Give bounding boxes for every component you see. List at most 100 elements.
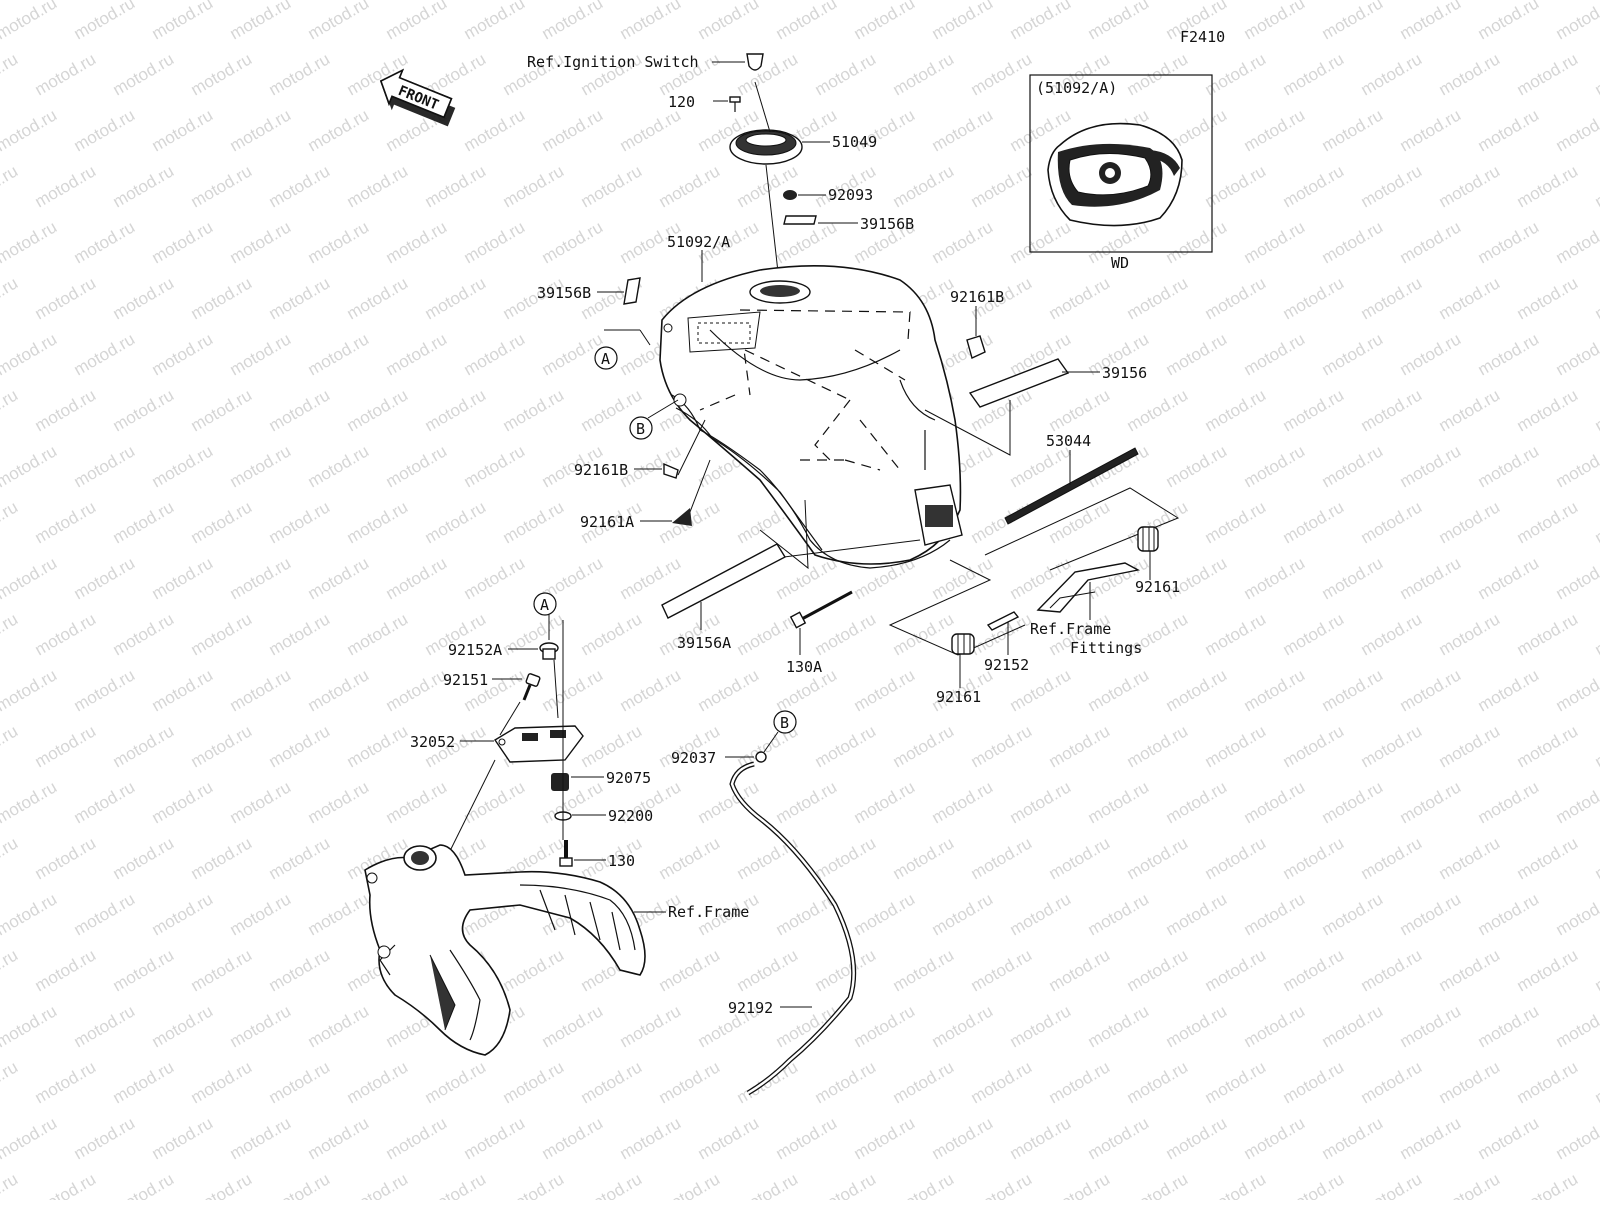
watermark-text: motod.ru <box>227 217 295 267</box>
watermark-text: motod.ru <box>656 161 724 211</box>
watermark-text: motod.ru <box>383 777 451 827</box>
watermark-text: motod.ru <box>227 889 295 939</box>
watermark-text: motod.ru <box>305 889 373 939</box>
watermark-text: motod.ru <box>773 777 841 827</box>
watermark-text: motod.ru <box>32 273 100 323</box>
label-92151: 92151 <box>443 671 488 689</box>
watermark-text: motod.ru <box>578 1169 646 1200</box>
watermark-text: motod.ru <box>968 161 1036 211</box>
watermark-text: motod.ru <box>1202 1057 1270 1107</box>
watermark-text: motod.ru <box>266 49 334 99</box>
watermark-text: motod.ru <box>539 105 607 155</box>
watermark-text: motod.ru <box>383 0 451 43</box>
label-92161-bottom: 92161 <box>936 688 981 706</box>
watermark-text: motod.ru <box>656 1057 724 1107</box>
watermark-text: motod.ru <box>344 1057 412 1107</box>
watermark-text: motod.ru <box>266 1169 334 1200</box>
watermark-text: motod.ru <box>110 609 178 659</box>
watermark-text: motod.ru <box>266 721 334 771</box>
watermark-text: motod.ru <box>0 329 60 379</box>
watermark-text: motod.ru <box>656 945 724 995</box>
watermark-text: motod.ru <box>71 1113 139 1163</box>
label-51049: 51049 <box>832 133 877 151</box>
watermark-text: motod.ru <box>1358 833 1426 883</box>
watermark-text: motod.ru <box>500 1057 568 1107</box>
watermark-text: motod.ru <box>968 833 1036 883</box>
watermark-text: motod.ru <box>617 105 685 155</box>
watermark-text: motod.ru <box>1280 49 1348 99</box>
watermark-text: motod.ru <box>188 833 256 883</box>
watermark-text: motod.ru <box>1007 217 1075 267</box>
watermark-text: motod.ru <box>0 1113 60 1163</box>
watermark-text: motod.ru <box>0 217 60 267</box>
watermark-text: motod.ru <box>1319 665 1387 715</box>
watermark-text: motod.ru <box>71 1001 139 1051</box>
watermark-text: motod.ru <box>1397 553 1465 603</box>
watermark-text: motod.ru <box>305 553 373 603</box>
watermark-text: motod.ru <box>32 833 100 883</box>
watermark-text: motod.ru <box>578 1057 646 1107</box>
watermark-text: motod.ru <box>1046 721 1114 771</box>
watermark-text: motod.ru <box>149 553 217 603</box>
watermark-text: motod.ru <box>1241 1113 1309 1163</box>
watermark-text: motod.ru <box>1280 497 1348 547</box>
watermark-text: motod.ru <box>1358 161 1426 211</box>
watermark-text: motod.ru <box>734 161 802 211</box>
watermark-text: motod.ru <box>344 273 412 323</box>
watermark-text: motod.ru <box>305 441 373 491</box>
watermark-text: motod.ru <box>890 945 958 995</box>
watermark-text: motod.ru <box>1085 1001 1153 1051</box>
watermark-text: motod.ru <box>1163 441 1231 491</box>
watermark-text: motod.ru <box>1280 385 1348 435</box>
watermark-text: motod.ru <box>71 217 139 267</box>
watermark-text: motod.ru <box>1007 777 1075 827</box>
watermark-text: motod.ru <box>0 0 60 43</box>
watermark-text: motod.ru <box>851 1001 919 1051</box>
watermark-text: motod.ru <box>734 49 802 99</box>
watermark-text: motod.ru <box>383 665 451 715</box>
watermark-text: motod.ru <box>1553 1001 1600 1051</box>
watermark-text: motod.ru <box>812 1057 880 1107</box>
watermark-text: motod.ru <box>851 1113 919 1163</box>
watermark-text: motod.ru <box>383 1113 451 1163</box>
watermark-text: motod.ru <box>812 833 880 883</box>
label-39156: 39156 <box>1102 364 1147 382</box>
watermark-text: motod.ru <box>1319 1001 1387 1051</box>
watermark-text: motod.ru <box>968 721 1036 771</box>
watermark-text: motod.ru <box>149 0 217 43</box>
watermark-text: motod.ru <box>0 777 60 827</box>
watermark-text: motod.ru <box>539 217 607 267</box>
watermark-text: motod.ru <box>0 945 21 995</box>
watermark-text: motod.ru <box>383 329 451 379</box>
watermark-text: motod.ru <box>500 161 568 211</box>
watermark-text: motod.ru <box>1124 1057 1192 1107</box>
watermark-text: motod.ru <box>1436 49 1504 99</box>
watermark-text: motod.ru <box>1163 665 1231 715</box>
watermark-text: motod.ru <box>1280 833 1348 883</box>
watermark-text: motod.ru <box>1358 385 1426 435</box>
watermark-text: motod.ru <box>188 385 256 435</box>
watermark-text: motod.ru <box>812 49 880 99</box>
watermark-text: motod.ru <box>1202 609 1270 659</box>
watermark-text: motod.ru <box>695 665 763 715</box>
watermark-text: motod.ru <box>1553 0 1600 43</box>
watermark-text: motod.ru <box>1514 49 1582 99</box>
watermark-text: motod.ru <box>32 1169 100 1200</box>
watermark-text: motod.ru <box>1046 385 1114 435</box>
watermark-text: motod.ru <box>0 497 21 547</box>
watermark-text: motod.ru <box>0 721 21 771</box>
watermark-text: motod.ru <box>890 49 958 99</box>
watermark-text: motod.ru <box>1475 777 1543 827</box>
watermark-text: motod.ru <box>110 1169 178 1200</box>
watermark-text: motod.ru <box>71 777 139 827</box>
watermark-text: motod.ru <box>1514 609 1582 659</box>
watermark-text: motod.ru <box>1163 217 1231 267</box>
watermark-text: motod.ru <box>1280 609 1348 659</box>
watermark-text: motod.ru <box>1007 889 1075 939</box>
callout-a-bottom-text: A <box>540 596 549 614</box>
watermark-text: motod.ru <box>1475 329 1543 379</box>
watermark-text: motod.ru <box>188 273 256 323</box>
watermark-text: motod.ru <box>929 217 997 267</box>
watermark-text: motod.ru <box>266 385 334 435</box>
